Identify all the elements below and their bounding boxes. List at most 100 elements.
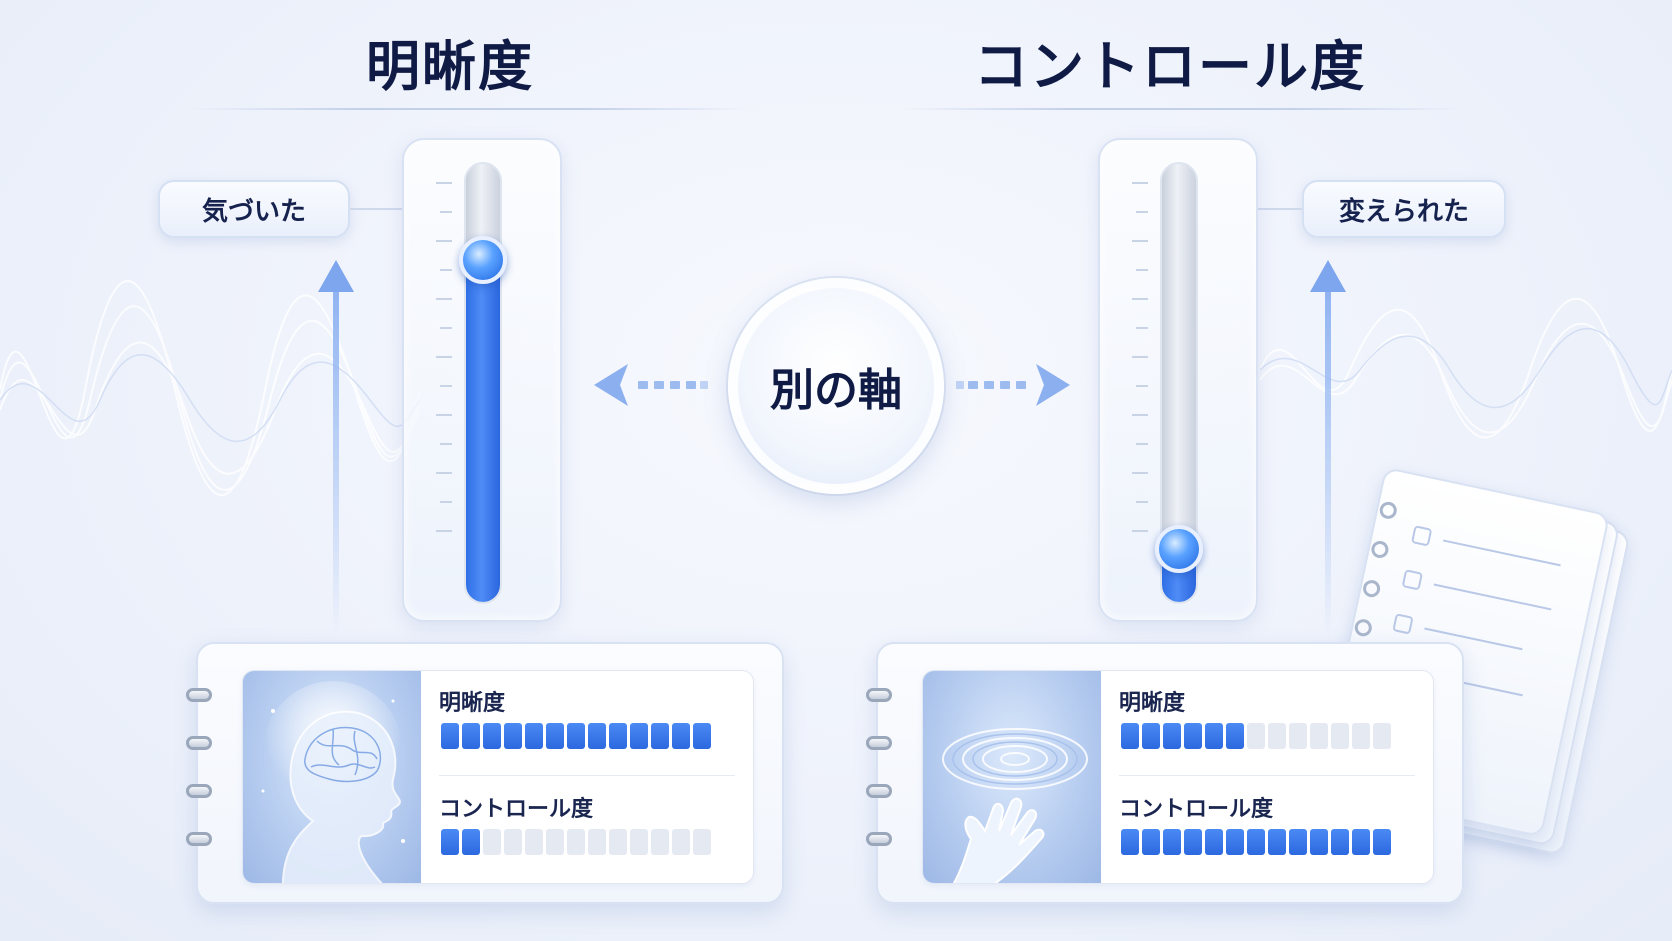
arrow-right-icon [956, 364, 1070, 406]
meter-segment [1331, 723, 1349, 749]
meter-segment [1373, 723, 1391, 749]
meter-segment [588, 723, 606, 749]
gauge-tick [436, 530, 452, 532]
gauge-tick [1132, 530, 1148, 532]
gauge-tick [436, 240, 452, 242]
gauge-tick [436, 182, 452, 184]
binder-ring [186, 832, 212, 846]
binder-ring [186, 736, 212, 750]
left-wave-decoration [0, 279, 420, 496]
right-meter-clarity [1121, 723, 1391, 749]
meter-segment [1121, 829, 1139, 855]
right-meter-control [1121, 829, 1391, 855]
meter-segment [525, 829, 543, 855]
meter-segment [1163, 829, 1181, 855]
gauge-tick [1132, 356, 1148, 358]
right-gauge-knob[interactable] [1155, 525, 1203, 573]
meter-segment [441, 829, 459, 855]
right-card: 明晰度 コントロール度 [866, 642, 1464, 904]
right-title: コントロール度 [974, 33, 1366, 98]
meter-segment [1184, 723, 1202, 749]
meter-segment [483, 829, 501, 855]
meter-segment [441, 723, 459, 749]
meter-segment [525, 723, 543, 749]
left-card: 明晰度 コントロール度 [186, 642, 784, 904]
meter-segment [462, 723, 480, 749]
meter-segment [1268, 723, 1286, 749]
right-meter-label-2: コントロール度 [1119, 797, 1274, 822]
meter-segment [546, 829, 564, 855]
meter-segment [462, 829, 480, 855]
left-up-arrow-icon [318, 260, 354, 638]
gauge-tick [1132, 298, 1148, 300]
meter-segment [1331, 829, 1349, 855]
left-gauge-panel [402, 138, 562, 622]
left-title: 明晰度 [366, 33, 534, 98]
meter-segment [609, 829, 627, 855]
gauge-tick [1136, 385, 1148, 387]
meter-segment [504, 829, 522, 855]
meter-segment [693, 829, 711, 855]
right-tag: 変えられた [1302, 180, 1506, 238]
meter-segment [1247, 723, 1265, 749]
meter-segment [483, 723, 501, 749]
meter-segment [1247, 829, 1265, 855]
meter-segment [651, 829, 669, 855]
meter-segment [1310, 723, 1328, 749]
right-card-inner: 明晰度 コントロール度 [922, 670, 1434, 884]
left-meter-control [441, 829, 711, 855]
meter-segment [588, 829, 606, 855]
binder-ring [866, 736, 892, 750]
left-gauge-tube [464, 162, 502, 604]
hand-ripple-icon [923, 671, 1101, 883]
meter-segment [1352, 829, 1370, 855]
meter-segment [1310, 829, 1328, 855]
right-meter-label-1: 明晰度 [1119, 691, 1186, 716]
gauge-tick [440, 269, 452, 271]
arrow-left-icon [594, 364, 708, 406]
right-tag-connector [1258, 208, 1302, 210]
binder-ring [866, 832, 892, 846]
meter-segment [630, 829, 648, 855]
meter-segment [1142, 723, 1160, 749]
binder-ring [866, 688, 892, 702]
gauge-tick [436, 414, 452, 416]
gauge-tick [440, 385, 452, 387]
left-tag-connector [350, 208, 402, 210]
left-meter-label-2: コントロール度 [439, 797, 594, 822]
meter-segment [1352, 723, 1370, 749]
gauge-tick [440, 501, 452, 503]
meter-segment [651, 723, 669, 749]
right-up-arrow-icon [1310, 260, 1346, 638]
meter-segment [1268, 829, 1286, 855]
gauge-tick [436, 298, 452, 300]
gauge-tick [436, 356, 452, 358]
meter-segment [672, 723, 690, 749]
meter-segment [1289, 829, 1307, 855]
meter-segment [546, 723, 564, 749]
meter-segment [630, 723, 648, 749]
binder-ring [186, 688, 212, 702]
meter-segment [1184, 829, 1202, 855]
left-gauge-fill [466, 260, 500, 602]
meter-segment [672, 829, 690, 855]
meter-segment [1163, 723, 1181, 749]
meter-segment [567, 723, 585, 749]
meter-segment [1289, 723, 1307, 749]
gauge-tick [1136, 327, 1148, 329]
gauge-tick [1132, 182, 1148, 184]
meter-segment [1226, 723, 1244, 749]
gauge-tick [436, 472, 452, 474]
gauge-tick [1136, 501, 1148, 503]
meter-segment [1121, 723, 1139, 749]
right-title-divider [900, 108, 1460, 110]
gauge-tick [440, 443, 452, 445]
gauge-tick [1136, 269, 1148, 271]
left-gauge-knob[interactable] [459, 236, 507, 284]
left-card-inner: 明晰度 コントロール度 [242, 670, 754, 884]
gauge-tick [1132, 472, 1148, 474]
gauge-tick [1132, 414, 1148, 416]
meter-segment [504, 723, 522, 749]
left-meter-clarity [441, 723, 711, 749]
left-tag: 気づいた [158, 180, 350, 238]
